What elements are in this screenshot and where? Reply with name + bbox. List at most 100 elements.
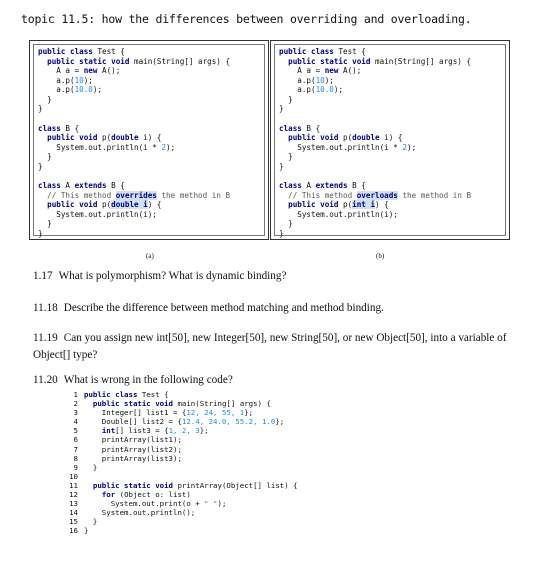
code-token: [] list3 = { (115, 426, 169, 436)
line-number: 2 (73, 399, 78, 409)
main-class-block: public class Test { public static void m… (279, 47, 501, 114)
code-line: } (38, 95, 260, 105)
question-11-18: 11.18 Describe the difference between met… (33, 300, 523, 317)
code-line: // This method overrides the method in B (38, 190, 260, 201)
listing-line: 14 System.out.println(); (64, 508, 424, 517)
code-token: ); (166, 142, 176, 152)
code-token: printArray(list3); (84, 453, 182, 463)
code-token: }; (244, 408, 254, 418)
code-token: the method in B (156, 190, 231, 200)
code-token: } (84, 517, 98, 527)
code-token: 12.4, 24.0, 55.2, 1.0 (181, 417, 276, 427)
code-token: } (279, 219, 293, 228)
code-line: class A extends B { (279, 181, 501, 191)
code-token: } (279, 228, 284, 238)
code-token: class (38, 181, 61, 190)
code-token: } (38, 152, 52, 161)
code-line: public class Test { (38, 47, 260, 57)
code-line: } (38, 162, 260, 172)
code-line: public void p(int i) { (279, 200, 501, 210)
code-token: public void (38, 200, 98, 209)
code-line: } (38, 152, 260, 162)
code-token: the method in B (397, 190, 472, 200)
class-a-block: class A extends B { // This method overl… (279, 181, 501, 238)
code-token: double (352, 133, 380, 142)
code-line: } (38, 219, 260, 229)
listing-line: 13 System.out.print(o + " "); (64, 499, 424, 508)
code-line: a.p(10); (38, 76, 260, 86)
code-token: int (101, 426, 116, 436)
question-number: 11.19 (33, 332, 58, 344)
question-text: Describe the difference between method m… (63, 302, 384, 314)
code-token: a.p( (279, 75, 316, 85)
code-token: ); (83, 75, 93, 85)
code-token: } (38, 104, 43, 113)
code-token: 10.0 (74, 85, 93, 94)
question-number: 11.18 (33, 302, 58, 314)
class-b-block: class B { public void p(double i) { Syst… (38, 124, 260, 172)
code-token: A(); (97, 66, 121, 75)
code-panel-a-inner: public class Test { public static void m… (33, 44, 265, 238)
code-token: class (279, 181, 302, 190)
code-panel-b: public class Test { public static void m… (270, 40, 510, 240)
topic-heading: topic 11.5: how the differences between … (21, 12, 472, 26)
code-token: ) { (375, 200, 389, 209)
code-token: } (279, 104, 284, 113)
code-token: class (38, 123, 61, 133)
code-token: p( (338, 133, 353, 142)
code-token: ); (92, 85, 103, 94)
code-line: a.p(10.0); (38, 85, 260, 95)
code-token: System.out.print(o + (84, 499, 205, 509)
code-token: } (38, 228, 43, 238)
line-number: 11 (69, 480, 78, 490)
question-text: What is wrong in the following code? (63, 374, 233, 386)
code-token: public void (38, 133, 98, 142)
code-line: public static void main(String[] args) { (38, 57, 260, 67)
listing-line: 4 Double[] list2 = {12.4, 24.0, 55.2, 1.… (64, 417, 424, 426)
code-token: System.out.println(i * (279, 142, 403, 152)
code-token (84, 426, 102, 435)
code-token: }; (275, 417, 285, 427)
question-number: 1.17 (33, 270, 53, 282)
code-line: class B { (279, 124, 501, 134)
code-token: public static void (84, 480, 173, 490)
code-line: public class Test { (279, 47, 501, 57)
line-number: 1 (73, 390, 78, 399)
code-token: B { (60, 123, 80, 133)
code-token: Test { (137, 390, 169, 399)
code-panel-b-inner: public class Test { public static void m… (274, 44, 506, 238)
line-number: 14 (69, 508, 78, 518)
line-number: 12 (69, 490, 78, 500)
code-token: 12, 24, 55, 1 (186, 408, 245, 418)
code-token: System.out.println(i); (38, 209, 157, 219)
line-number: 13 (69, 499, 78, 509)
code-line: A a = new A(); (279, 66, 501, 76)
code-line: System.out.println(i); (279, 210, 501, 220)
code-line: A a = new A(); (38, 66, 260, 76)
code-line: } (279, 95, 501, 105)
listing-line: 9 } (64, 463, 424, 472)
code-line: } (38, 229, 260, 239)
code-token: A (60, 181, 75, 190)
code-token: new (83, 66, 98, 75)
code-token: } (38, 161, 43, 171)
code-token: 1, 2, 3 (168, 426, 200, 436)
code-line: public void p(double i) { (38, 133, 260, 143)
class-a-block: class A extends B { // This method overr… (38, 181, 260, 238)
code-panel-a: public class Test { public static void m… (29, 40, 269, 240)
listing-line: 16} (64, 526, 424, 535)
code-token: p( (338, 200, 353, 209)
code-line: a.p(10); (279, 76, 501, 86)
code-token: " " (204, 499, 218, 509)
code-token: public class (279, 47, 334, 56)
caption-a: (a) (146, 252, 154, 260)
listing-line: 2 public static void main(String[] args)… (64, 399, 424, 408)
code-token: (Object o: list) (115, 490, 191, 500)
line-number: 3 (73, 408, 78, 418)
code-token: main(String[] args) { (173, 399, 271, 409)
code-token: } (279, 94, 293, 104)
